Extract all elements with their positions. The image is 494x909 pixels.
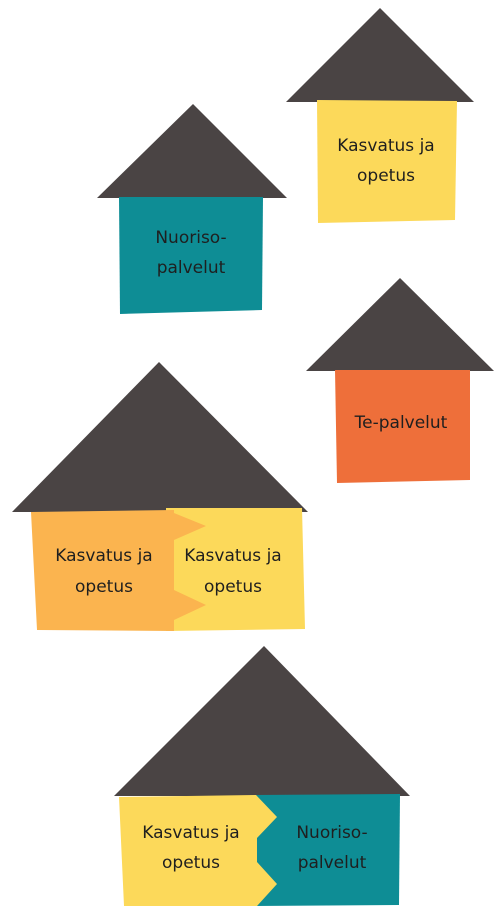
right-label-line2: palvelut: [298, 853, 367, 873]
right-label-line2: opetus: [204, 577, 262, 597]
right-label-line1: Nuoriso-: [296, 823, 367, 843]
house-te-palvelut: Te-palvelut: [306, 278, 494, 483]
house-roof: [97, 104, 287, 198]
house-nuorisopalvelut: Nuoriso- palvelut: [97, 104, 287, 314]
house-roof: [286, 8, 474, 102]
house-label-line1: Nuoriso-: [155, 228, 226, 248]
house-body-teal: [119, 197, 263, 314]
house-body-orange: [335, 370, 470, 483]
house-kasvatus-nuoriso-combo: Kasvatus ja opetus Nuoriso- palvelut: [114, 646, 410, 906]
house-body-teal: [250, 794, 400, 906]
house-label-line2: palvelut: [157, 258, 226, 278]
house-label-line1: Kasvatus ja: [337, 136, 434, 156]
house-roof: [12, 362, 308, 512]
house-label-line1: Te-palvelut: [354, 413, 448, 433]
house-kasvatus-opetus-top: Kasvatus ja opetus: [286, 8, 474, 223]
left-label-line2: opetus: [162, 853, 220, 873]
left-label-line2: opetus: [75, 577, 133, 597]
house-body-yellow: [317, 100, 457, 223]
house-body-yellow: [119, 795, 277, 906]
house-body-yellow: [166, 508, 305, 631]
house-roof: [114, 646, 410, 796]
left-label-line1: Kasvatus ja: [55, 546, 152, 566]
house-kasvatus-combo: Kasvatus ja opetus Kasvatus ja opetus: [12, 362, 308, 631]
house-label-line2: opetus: [357, 166, 415, 186]
right-label-line1: Kasvatus ja: [184, 546, 281, 566]
left-label-line1: Kasvatus ja: [142, 823, 239, 843]
house-roof: [306, 278, 494, 371]
house-body-light-orange: [31, 510, 206, 631]
